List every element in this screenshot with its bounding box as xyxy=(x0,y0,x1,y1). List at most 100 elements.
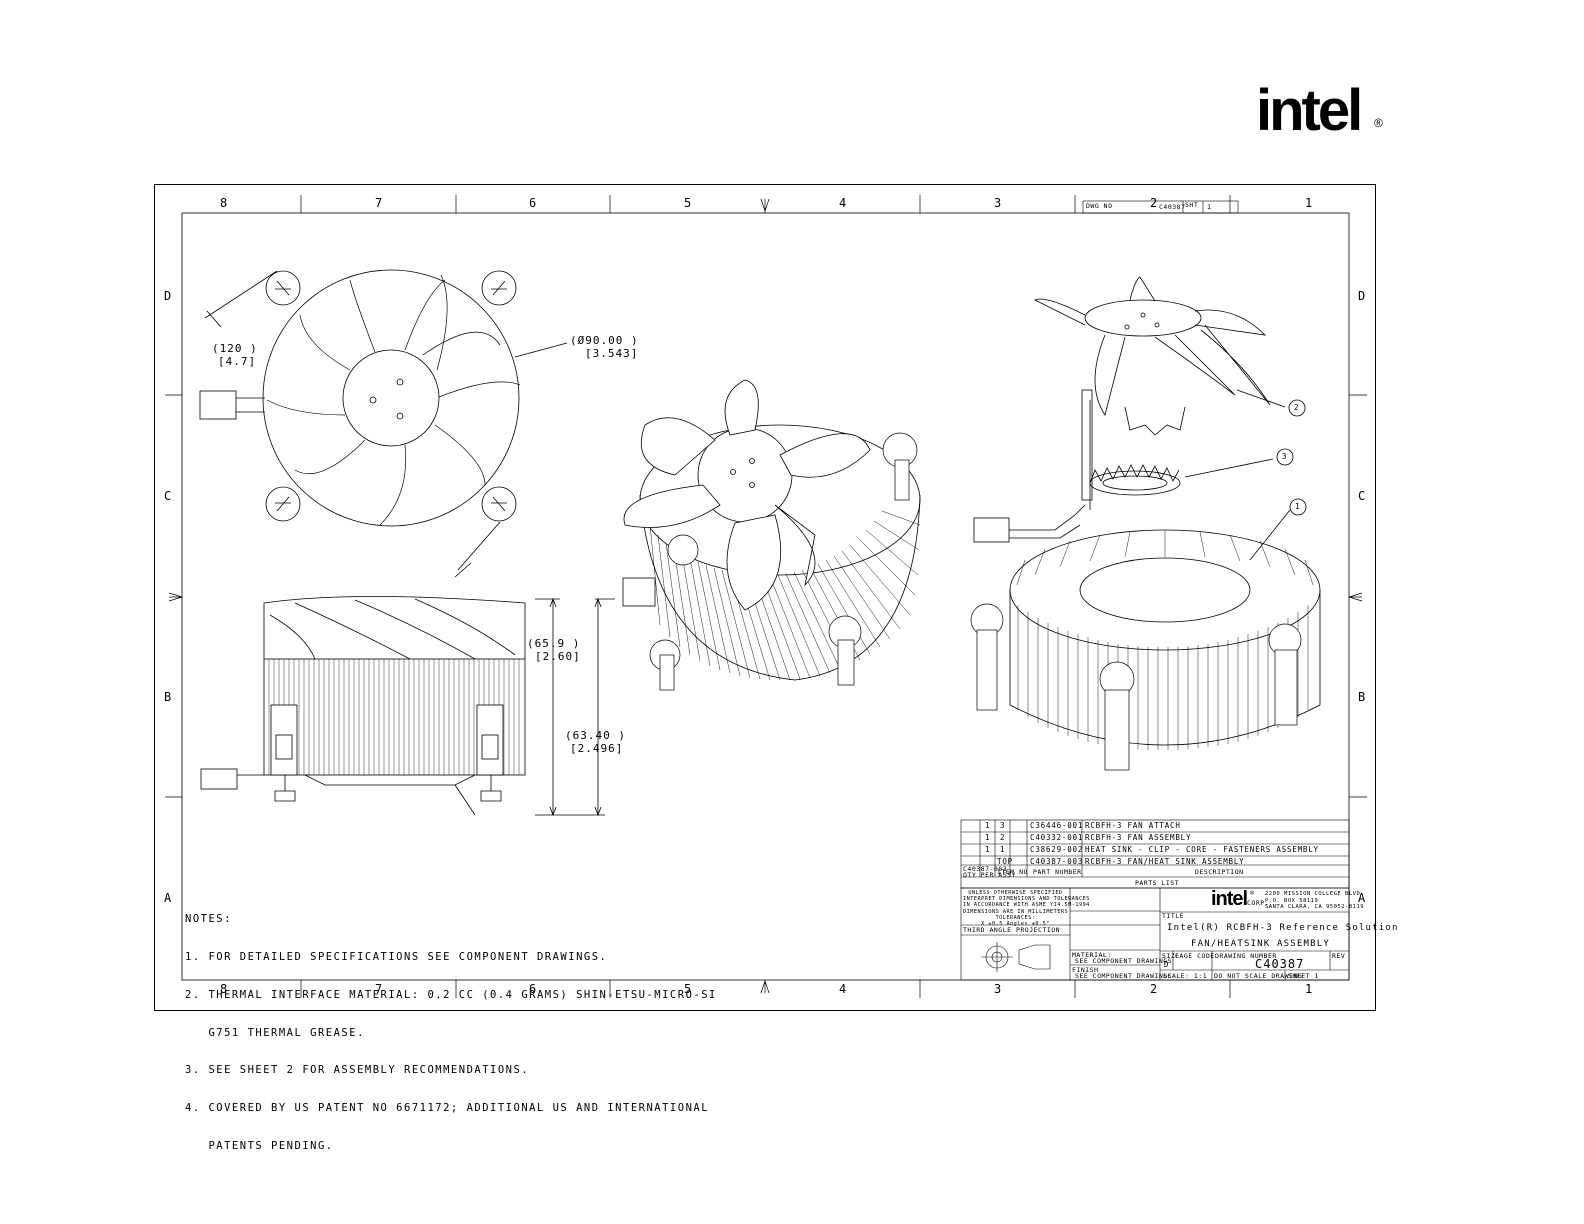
zone-row-a-right: A xyxy=(1358,891,1366,905)
title-label: TITLE xyxy=(1162,912,1185,920)
part-description: RCBFH-3 FAN/HEAT SINK ASSEMBLY xyxy=(1085,857,1245,866)
scale-label: SCALE: 1:1 xyxy=(1163,972,1208,980)
parts-list-caption: PARTS LIST xyxy=(1135,879,1180,887)
dim-overall-mm: (120 ) xyxy=(212,342,258,355)
zone-col-4-bottom: 4 xyxy=(839,982,847,996)
dim-height-sink-mm: (63.40 ) xyxy=(565,729,626,742)
engineering-drawing xyxy=(165,195,1367,998)
notes-heading: NOTES: xyxy=(185,913,232,926)
zone-row-d-left: D xyxy=(164,289,172,303)
third-angle-projection: THIRD ANGLE PROJECTION xyxy=(963,926,1061,934)
qty-header: QTY PER ASSY xyxy=(963,871,1016,879)
intel-logo: intel ® xyxy=(1256,76,1386,146)
assembly-side-view xyxy=(200,596,615,817)
drawing-number: C40387 xyxy=(1255,957,1305,971)
zone-row-c-left: C xyxy=(164,489,172,503)
qty-header-top: C40387-003 xyxy=(963,865,1008,873)
item-header: ITEM NO xyxy=(997,868,1028,876)
drawing-title-line-1: Intel(R) RCBFH-3 Reference Solution xyxy=(1167,923,1399,933)
rev-label: REV xyxy=(1332,952,1346,960)
tolerance-line: TOLERANCES: xyxy=(995,914,1036,921)
drawing-sheet: 8 7 6 5 4 3 2 1 8 7 6 5 4 3 2 1 D C B A … xyxy=(154,184,1397,1152)
dim-height-sink-in: [2.496] xyxy=(570,742,624,755)
tolerance-line: X ±0.5 Angles ±0.5° xyxy=(981,921,1050,928)
dwg-no-label: DWG NO xyxy=(1086,202,1113,210)
inner-border xyxy=(181,212,1350,981)
corp-label: CORP. xyxy=(1247,899,1270,907)
balloon-item-3: 3 xyxy=(1282,452,1288,461)
dim-overall-in: [4.7] xyxy=(218,355,257,368)
dim-fan-dia-mm: (Ø90.00 ) xyxy=(570,334,639,347)
part-qty: 1 xyxy=(985,821,991,830)
part-item: 1 xyxy=(1000,845,1006,854)
zone-ticks xyxy=(165,195,1367,998)
part-qty: 1 xyxy=(985,845,991,854)
address-line: 2200 MISSION COLLEGE BLVD. xyxy=(1265,891,1365,897)
balloon-item-1: 1 xyxy=(1295,502,1301,511)
intel-logo-wordmark: intel xyxy=(1256,78,1363,143)
part-number: C36446-001 xyxy=(1030,821,1084,830)
zone-col-2-bottom: 2 xyxy=(1150,982,1158,996)
note-line-2: 2. THERMAL INTERFACE MATERIAL: 0.2 CC (0… xyxy=(185,988,717,1001)
dwg-no-box xyxy=(1082,200,1239,214)
zone-col-8-bottom: 8 xyxy=(220,982,228,996)
zone-col-1-top: 1 xyxy=(1305,196,1313,210)
size-value: D xyxy=(1164,960,1170,969)
finish-value: SEE COMPONENT DRAWINGS xyxy=(1075,972,1173,980)
tolerance-line: DIMENSIONS ARE IN MILLIMETERS xyxy=(963,908,1069,915)
dim-fan-dia-in: [3.543] xyxy=(585,347,639,360)
part-description: RCBFH-3 FAN ASSEMBLY xyxy=(1085,833,1192,842)
iso-clips xyxy=(649,432,918,691)
dwg-no-value: C40387 xyxy=(1159,203,1186,211)
sht-value: 1 xyxy=(1207,203,1212,211)
parts-list-grid xyxy=(960,819,1350,889)
dim-height-total-in: [2.60] xyxy=(535,650,581,663)
balloon-item-2: 2 xyxy=(1294,403,1300,412)
address-line: SANTA CLARA, CA 95052-8119 xyxy=(1265,904,1365,910)
tolerance-line: UNLESS OTHERWISE SPECIFIED xyxy=(968,890,1063,896)
zone-col-7-top: 7 xyxy=(375,196,383,210)
tolerance-block: UNLESS OTHERWISE SPECIFIED INTERPRET DIM… xyxy=(963,890,1090,928)
iso-fins xyxy=(649,510,921,681)
address-line: P.O. BOX 58119 xyxy=(1265,897,1319,904)
zone-row-b-left: B xyxy=(164,690,172,704)
company-address: 2200 MISSION COLLEGE BLVD. P.O. BOX 5811… xyxy=(1265,891,1364,911)
zone-col-7-bottom: 7 xyxy=(375,982,383,996)
material-value: SEE COMPONENT DRAWINGS xyxy=(1075,957,1173,965)
isometric-assembly-view xyxy=(622,379,921,691)
zone-col-4-top: 4 xyxy=(839,196,847,210)
exploded-view xyxy=(970,276,1321,771)
zone-row-d-right: D xyxy=(1358,289,1366,303)
description-header: DESCRIPTION xyxy=(1195,868,1244,876)
title-block-intel-logo: intel xyxy=(1211,888,1248,910)
zone-row-a-left: A xyxy=(164,891,172,905)
exploded-fins xyxy=(1016,531,1314,750)
sht-label: SHT xyxy=(1185,201,1199,209)
part-item: TOP xyxy=(997,857,1013,866)
part-number: C38629-002 xyxy=(1030,845,1084,854)
part-number: C40387-003 xyxy=(1030,857,1084,866)
title-block-reg-mark: ® xyxy=(1250,889,1255,897)
do-not-scale-label: DO NOT SCALE DRAWING xyxy=(1214,972,1303,980)
size-label: SIZE xyxy=(1162,952,1180,960)
tolerance-line: IN ACCORDANCE WITH ASME Y14.5M-1994 xyxy=(963,902,1090,909)
zone-col-6-top: 6 xyxy=(529,196,537,210)
exploded-clips xyxy=(970,603,1302,771)
cage-code-label: CAGE CODE xyxy=(1175,952,1215,960)
drawing-number-label: DRAWING NUMBER xyxy=(1215,952,1277,960)
note-line-6: PATENTS PENDING. xyxy=(185,1139,334,1152)
zone-col-6-bottom: 6 xyxy=(529,982,537,996)
part-description: HEAT SINK - CLIP - CORE - FASTENERS ASSE… xyxy=(1085,845,1319,854)
tolerance-line: INTERPRET DIMENSIONS AND TOLERANCES xyxy=(963,896,1090,903)
sheet-label: SHEET 1 xyxy=(1288,972,1319,980)
zone-col-3-bottom: 3 xyxy=(994,982,1002,996)
title-block-grid xyxy=(960,887,1350,981)
finish-label: FINISH xyxy=(1072,966,1099,974)
fan-top-view xyxy=(199,269,568,578)
note-line-4: 3. SEE SHEET 2 FOR ASSEMBLY RECOMMENDATI… xyxy=(185,1064,530,1077)
note-line-1: 1. FOR DETAILED SPECIFICATIONS SEE COMPO… xyxy=(185,950,608,963)
zone-col-5-top: 5 xyxy=(684,196,692,210)
drawing-title-line-2: FAN/HEATSINK ASSEMBLY xyxy=(1191,939,1330,949)
part-item: 2 xyxy=(1000,833,1006,842)
notes-block: NOTES: 1. FOR DETAILED SPECIFICATIONS SE… xyxy=(185,888,717,1178)
